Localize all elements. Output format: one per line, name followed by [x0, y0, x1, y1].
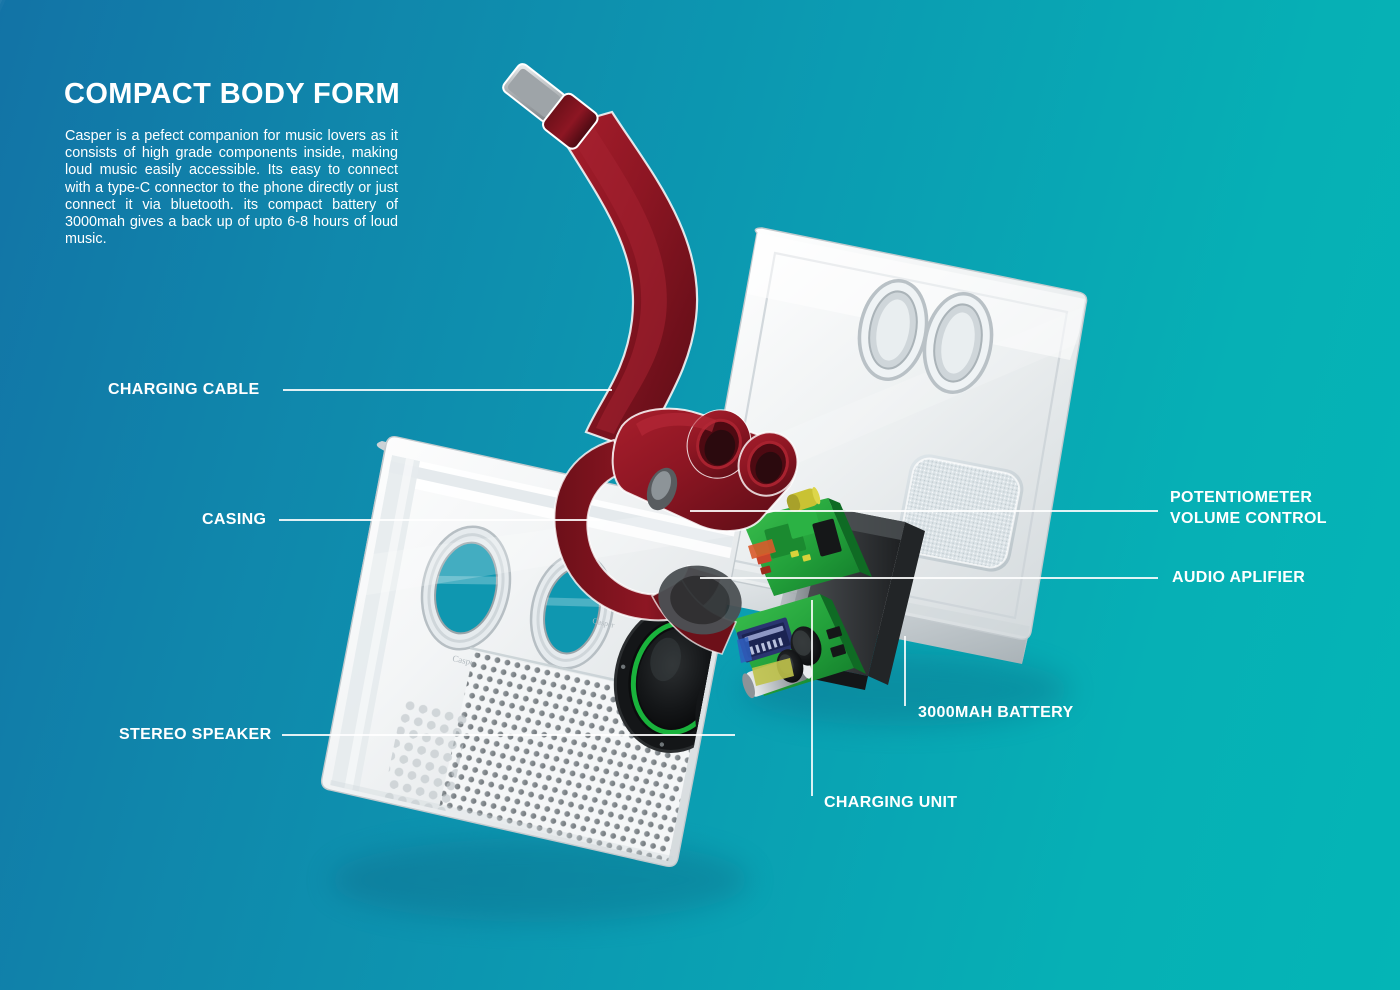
- callout-charging-unit: CHARGING UNIT: [824, 794, 958, 811]
- pcb-amplifier: [742, 487, 872, 596]
- callout-stereo-speaker: STEREO SPEAKER: [119, 726, 272, 743]
- cable-hub: [553, 407, 799, 655]
- callout-battery: 3000MAH BATTERY: [918, 704, 1074, 721]
- callout-potentiometer-line2: VOLUME CONTROL: [1170, 510, 1327, 527]
- callout-casing: CASING: [202, 511, 267, 528]
- callout-potentiometer-line1: POTENTIOMETER: [1170, 489, 1313, 506]
- pcb-charging-unit: [731, 594, 866, 699]
- charging-cable: [502, 63, 699, 454]
- internal-driver-back: [658, 565, 742, 635]
- leader-lines: [279, 389, 1158, 796]
- product-description: Casper is a pefect companion for music l…: [65, 128, 398, 248]
- callout-audio-amplifier: AUDIO APLIFIER: [1172, 569, 1306, 586]
- callout-charging-cable: CHARGING CABLE: [108, 381, 260, 398]
- page-title: COMPACT BODY FORM: [64, 78, 400, 110]
- callout-potentiometer: POTENTIOMETER VOLUME CONTROL: [1170, 487, 1327, 529]
